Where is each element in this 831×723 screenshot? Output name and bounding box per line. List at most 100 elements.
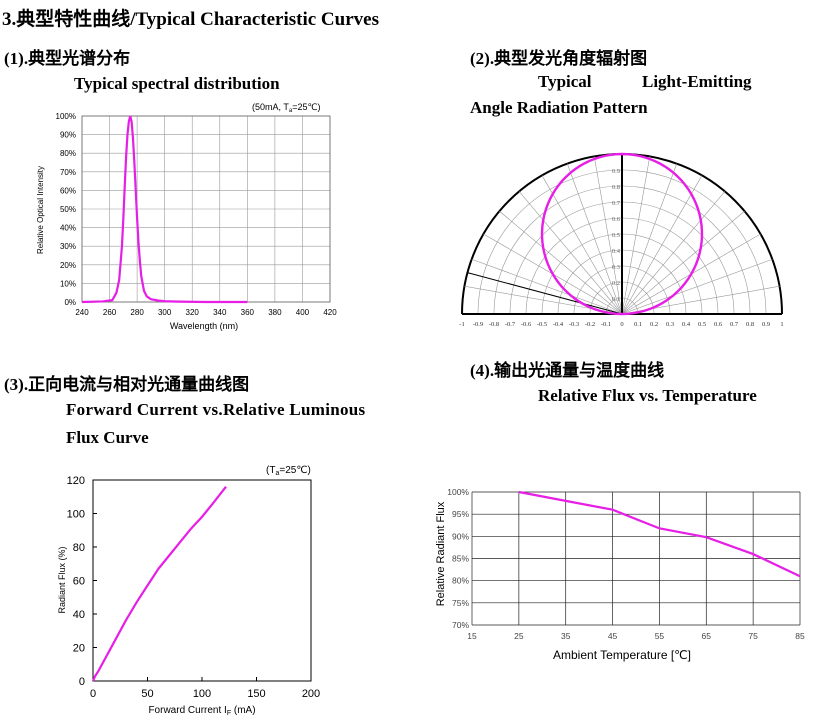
radiation-x-tick: -1 — [459, 321, 464, 328]
radiation-x-tick: -0.4 — [553, 321, 564, 328]
radiation-x-tick: 0.6 — [714, 321, 723, 328]
radiation-spoke — [621, 210, 745, 315]
temperature-x-tick: 85 — [795, 631, 805, 641]
spectral-x-tick: 340 — [213, 308, 227, 317]
radiation-x-tick: -0.3 — [569, 321, 579, 328]
temperature-y-label: Relative Radiant Flux — [435, 501, 447, 606]
radiation-x-tick: 0.3 — [666, 321, 674, 328]
forward-current-y-tick: 40 — [73, 609, 85, 621]
forward-current-x-tick: 50 — [141, 688, 153, 700]
temperature-y-tick: 70% — [452, 620, 469, 630]
radiation-radial-tick: 0.6 — [612, 216, 621, 223]
section-1-title-en: Typical spectral distribution — [74, 74, 280, 93]
temperature-y-tick: 80% — [452, 576, 469, 586]
radiation-x-tick: 0.1 — [634, 321, 642, 328]
radiation-spoke — [566, 163, 623, 315]
radiation-x-tick: -0.1 — [601, 321, 611, 328]
forward-current-x-tick: 200 — [302, 688, 320, 700]
spectral-x-label: Wavelength (nm) — [170, 321, 238, 331]
temperature-x-tick: 75 — [748, 631, 758, 641]
temperature-y-tick: 75% — [452, 598, 469, 608]
radiation-x-tick: -0.9 — [473, 321, 483, 328]
radiation-x-tick: -0.7 — [505, 321, 516, 328]
spectral-y-ticks: 0%10%20%30%40%50%60%70%80%90%100% — [56, 112, 76, 307]
section-2-title-en-1b: Light-Emitting — [642, 72, 752, 91]
section-3-title-zh: (3).正向电流与相对光通量曲线图 — [4, 375, 250, 394]
radiation-spoke — [621, 156, 651, 315]
radiation-x-tick: 0 — [620, 321, 623, 328]
radiation-x-tick: -0.5 — [537, 321, 547, 328]
forward-current-y-tick: 120 — [67, 475, 85, 487]
radiation-spoke — [593, 156, 623, 315]
spectral-y-tick: 80% — [60, 149, 76, 158]
forward-current-condition: (Ta=25℃) — [266, 465, 311, 477]
spectral-condition: (50mA, Ta=25℃) — [252, 102, 321, 114]
section-2-title-zh: (2).典型发光角度辐射图 — [470, 49, 648, 68]
forward-current-y-label: Radiant Flux (%) — [57, 546, 67, 613]
radiation-radial-tick: 0.8 — [612, 184, 620, 191]
temperature-curve — [518, 490, 801, 578]
section-2-title-en-2: Angle Radiation Pattern — [470, 98, 648, 117]
spectral-y-tick: 70% — [60, 168, 76, 177]
section-4-title-zh: (4).输出光通量与温度曲线 — [470, 361, 665, 380]
spectral-y-tick: 0% — [64, 298, 76, 307]
forward-current-x-label: Forward Current IF (mA) — [148, 705, 255, 717]
radiation-curve — [540, 152, 704, 316]
spectral-x-tick: 380 — [268, 308, 282, 317]
section-3-title-en-2: Flux Curve — [66, 428, 149, 447]
radiation-radial-tick: 0.9 — [612, 168, 620, 175]
radiation-spoke — [621, 163, 678, 315]
forward-current-y-tick: 80 — [73, 542, 85, 554]
spectral-x-tick: 360 — [241, 308, 255, 317]
forward-current-curve — [91, 486, 227, 682]
radiation-grid — [461, 153, 783, 315]
spectral-y-tick: 30% — [60, 242, 76, 251]
temperature-x-tick: 45 — [608, 631, 618, 641]
radiation-radial-tick: 0.3 — [612, 264, 620, 271]
radiation-spoke — [541, 175, 623, 315]
temperature-x-tick: 25 — [514, 631, 524, 641]
temperature-y-ticks: 70%75%80%85%90%95%100% — [447, 487, 469, 630]
forward-current-x-tick: 150 — [247, 688, 265, 700]
spectral-y-tick: 100% — [56, 112, 76, 121]
page-title: 3.典型特性曲线/Typical Characteristic Curves — [2, 9, 379, 30]
section-1-title-zh: (1).典型光谱分布 — [4, 49, 131, 68]
spectral-y-tick: 10% — [60, 279, 76, 288]
temperature-x-tick: 55 — [655, 631, 665, 641]
radiation-x-tick: 0.5 — [698, 321, 706, 328]
temperature-x-tick: 15 — [467, 631, 477, 641]
forward-current-y-tick: 60 — [73, 576, 85, 588]
spectral-y-tick: 90% — [60, 131, 76, 140]
spectral-x-tick: 400 — [296, 308, 310, 317]
temperature-x-tick: 35 — [561, 631, 571, 641]
forward-current-x-tick: 100 — [193, 688, 211, 700]
spectral-y-tick: 40% — [60, 224, 76, 233]
forward-current-y-tick: 0 — [79, 676, 85, 688]
radiation-spoke — [518, 191, 623, 315]
radiation-radial-tick: 0.1 — [612, 296, 620, 303]
section-4-title-en: Relative Flux vs. Temperature — [538, 386, 757, 405]
radiation-radial-tick: 0.2 — [612, 280, 620, 287]
spectral-x-tick: 320 — [186, 308, 200, 317]
radiation-x-tick: 0.4 — [682, 321, 691, 328]
spectral-y-tick: 20% — [60, 261, 76, 270]
spectral-curve — [81, 115, 248, 304]
temperature-y-tick: 85% — [452, 554, 469, 564]
radiation-x-tick: 1 — [780, 321, 783, 328]
radiation-radial-tick: 0.4 — [612, 248, 621, 255]
radiation-spoke — [499, 210, 623, 315]
temperature-y-tick: 90% — [452, 531, 469, 541]
forward-current-y-tick: 100 — [67, 509, 85, 521]
radiation-x-tick: 0.2 — [650, 321, 658, 328]
spectral-x-tick: 260 — [103, 308, 117, 317]
temperature-y-tick: 95% — [452, 509, 469, 519]
spectral-y-label: Relative Optical Intensity — [36, 166, 45, 254]
radiation-radial-tick: 0.7 — [612, 200, 621, 207]
radiation-spoke — [621, 175, 703, 315]
temperature-grid — [471, 491, 801, 626]
